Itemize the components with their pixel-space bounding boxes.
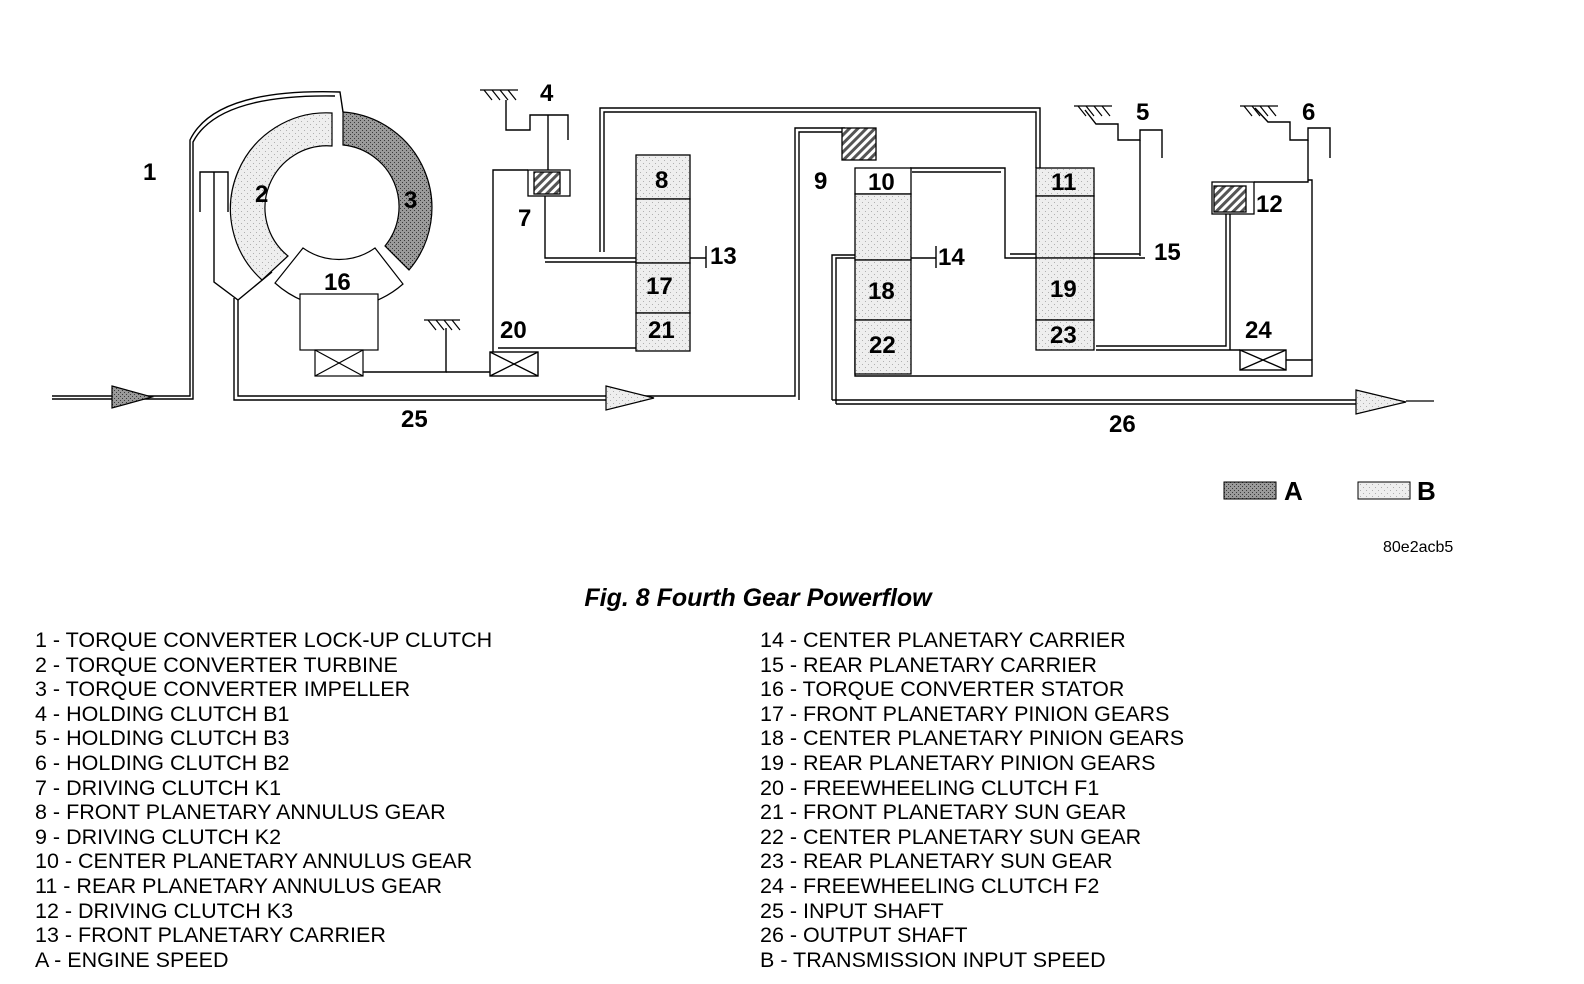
legend-item: 23 - REAR PLANETARY SUN GEAR: [760, 849, 1113, 874]
legend-item: 7 - DRIVING CLUTCH K1: [35, 775, 282, 800]
legend-item: 18 - CENTER PLANETARY PINION GEARS: [760, 726, 1185, 751]
center-pinion-gears: [854, 259, 912, 321]
figure-caption: Fig. 8 Fourth Gear Powerflow: [584, 584, 932, 612]
engine-input-line: [52, 91, 344, 397]
callout-18: 18: [868, 278, 895, 305]
callout-24: 24: [1245, 317, 1272, 344]
output-shaft-arrow: [1355, 389, 1407, 415]
driving-clutches: [527, 127, 1255, 215]
callout-7: 7: [518, 205, 531, 232]
shade-a-swatch: [1223, 481, 1277, 500]
callout-6: 6: [1302, 99, 1315, 126]
rear-sun-gear: [1035, 319, 1095, 351]
callout-12: 12: [1256, 191, 1283, 218]
callout-22: 22: [869, 332, 896, 359]
callout-8: 8: [655, 167, 668, 194]
shade-b-swatch: [1357, 481, 1411, 500]
converter-hub: [299, 293, 379, 351]
ground-symbols: [424, 89, 1278, 331]
legend-item: 5 - HOLDING CLUTCH B3: [35, 726, 290, 751]
front-carrier-block: [635, 198, 691, 264]
callout-15: 15: [1154, 239, 1181, 266]
legend-item: A - ENGINE SPEED: [35, 947, 229, 972]
front-sun-gear: [635, 312, 691, 352]
legend-item: 11 - REAR PLANETARY ANNULUS GEAR: [35, 873, 443, 898]
callout-2: 2: [255, 181, 268, 208]
flow-arrows: [111, 385, 1434, 415]
callout-1: 1: [143, 159, 156, 186]
holding-clutch-b2-lines: [1254, 107, 1331, 158]
shade-b-label: B: [1417, 476, 1436, 506]
callout-19: 19: [1050, 276, 1077, 303]
engine-arrow: [111, 385, 155, 409]
rear-pinion-gears: [1035, 257, 1095, 321]
callout-4: 4: [540, 80, 554, 107]
legend-item: 19 - REAR PLANETARY PINION GEARS: [760, 750, 1156, 775]
legend-item: 15 - REAR PLANETARY CARRIER: [760, 652, 1097, 677]
shading-key: A B: [1223, 476, 1436, 506]
callout-numbers: 1 2 3 4 5 6 7 8 9 10 11 12 13 14 15 16 1…: [143, 80, 1315, 438]
legend-item: 21 - FRONT PLANETARY SUN GEAR: [760, 800, 1127, 825]
legend-item: B - TRANSMISSION INPUT SPEED: [760, 947, 1106, 972]
callout-5: 5: [1136, 99, 1149, 126]
legend-item: 25 - INPUT SHAFT: [760, 898, 944, 923]
legend-item: 2 - TORQUE CONVERTER TURBINE: [35, 652, 398, 677]
driving-clutch-k2: [841, 127, 877, 161]
figure-reference-code: 80e2acb5: [1383, 539, 1453, 556]
holding-clutch-b1-lines: [505, 100, 569, 140]
callout-25: 25: [401, 406, 428, 433]
legend-item: 12 - DRIVING CLUTCH K3: [35, 898, 294, 923]
callout-16: 16: [324, 269, 351, 296]
legend-item: 1 - TORQUE CONVERTER LOCK-UP CLUTCH: [35, 628, 493, 652]
torque-converter: [229, 111, 433, 377]
callout-9: 9: [814, 168, 827, 195]
center-planetary: [854, 167, 912, 375]
callout-23: 23: [1050, 322, 1077, 349]
callout-21: 21: [648, 317, 675, 344]
legend-item: 26 - OUTPUT SHAFT: [760, 923, 968, 948]
shaft-lines: [52, 91, 1360, 405]
legend-item: 8 - FRONT PLANETARY ANNULUS GEAR: [35, 800, 446, 825]
callout-10: 10: [868, 169, 895, 196]
callout-26: 26: [1109, 411, 1136, 438]
callout-13: 13: [710, 243, 737, 270]
callout-14: 14: [938, 244, 965, 271]
legend-item: 22 - CENTER PLANETARY SUN GEAR: [760, 824, 1142, 849]
center-annulus-gear: [854, 167, 912, 195]
legend-item: 3 - TORQUE CONVERTER IMPELLER: [35, 677, 411, 702]
holding-clutch-b3-lines: [1084, 109, 1163, 158]
rear-planetary: [1035, 167, 1095, 351]
callout-17: 17: [646, 273, 673, 300]
callout-3: 3: [404, 187, 417, 214]
legend-item: 20 - FREEWHEELING CLUTCH F1: [760, 775, 1100, 800]
center-carrier-block: [854, 193, 912, 261]
legend-item: 6 - HOLDING CLUTCH B2: [35, 750, 290, 775]
legend-item: 10 - CENTER PLANETARY ANNULUS GEAR: [35, 849, 473, 874]
impeller-ring: [342, 111, 433, 271]
legend-item: 4 - HOLDING CLUTCH B1: [35, 701, 290, 726]
shade-a-label: A: [1284, 476, 1303, 506]
legend-item: 13 - FRONT PLANETARY CARRIER: [35, 923, 386, 948]
rear-carrier-block: [1035, 195, 1095, 259]
input-shaft-arrow: [605, 385, 655, 411]
callout-20: 20: [500, 317, 527, 344]
legend-item: 14 - CENTER PLANETARY CARRIER: [760, 628, 1126, 652]
callout-11: 11: [1051, 169, 1076, 196]
legend-item: 9 - DRIVING CLUTCH K2: [35, 824, 282, 849]
legend-item: 17 - FRONT PLANETARY PINION GEARS: [760, 701, 1170, 726]
legend-item: 24 - FREEWHEELING CLUTCH F2: [760, 873, 1100, 898]
front-planetary: [635, 154, 691, 352]
center-sun-gear: [854, 319, 912, 375]
legend-item: 16 - TORQUE CONVERTER STATOR: [760, 677, 1125, 702]
